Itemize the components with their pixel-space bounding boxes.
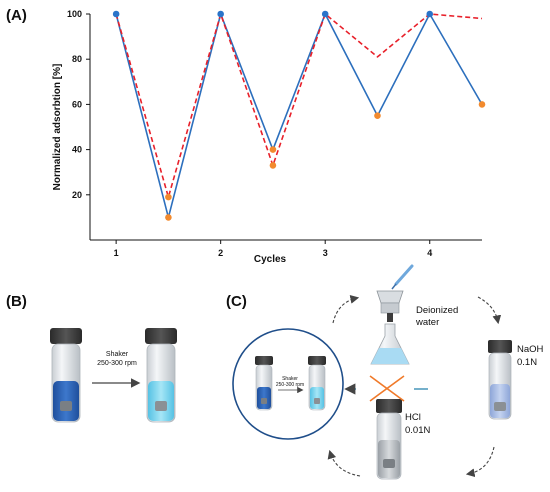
orange-point-2 [269, 162, 277, 169]
y-tick-label-1: 40 [72, 145, 82, 155]
x-tick-label-0: 1 [114, 248, 119, 258]
shaker-label-c-2: 250-300 rpm [276, 382, 304, 388]
orange-point-4 [374, 112, 381, 119]
pipette-icon [394, 264, 414, 286]
funnel-flask [370, 264, 414, 365]
shaker-label-b-2: 250-300 rpm [97, 360, 137, 367]
orange-point-5 [478, 101, 486, 108]
x-tick-group: 1 2 3 4 [114, 240, 432, 258]
series-line-1 [115, 11, 483, 201]
series-line-0 [115, 11, 483, 218]
y-tick-label-2: 60 [72, 99, 82, 109]
x-tick-label-3: 4 [427, 248, 432, 258]
hcl-label-2: 0.01N [405, 425, 430, 436]
hcl-vial [376, 399, 402, 480]
panel-b-label: (B) [6, 293, 27, 310]
y-tick-label-3: 80 [72, 54, 82, 64]
orange-point-0 [165, 214, 172, 221]
naoh-vial [488, 340, 512, 420]
y-tick-label-4: 100 [67, 9, 82, 19]
y-axis-title: Normalized adsorbtion [%] [52, 64, 63, 191]
x-tick-label-2: 3 [323, 248, 328, 258]
shaker-label-c-1: Shaker [282, 376, 298, 382]
cycle-arrow-top-left [332, 295, 360, 324]
naoh-label-1: NaOH [517, 344, 544, 355]
x-tick-label-1: 2 [218, 248, 223, 258]
cycle-arrow-top-right [477, 296, 502, 325]
panel-c-label: (C) [226, 293, 247, 310]
blue-point-2 [321, 10, 329, 18]
naoh-label-2: 0.1N [517, 357, 537, 368]
shaker-label-b-1: Shaker [106, 351, 129, 358]
blue-point-3 [426, 10, 434, 18]
orange-point-3 [269, 146, 277, 153]
series-lines [115, 11, 483, 218]
y-tick-label-0: 20 [72, 190, 82, 200]
blue-point-1 [217, 10, 224, 18]
panel-a-label: (A) [6, 7, 27, 24]
cycle-arrow-bottom-left [327, 449, 361, 477]
water-label-2: water [415, 317, 439, 328]
blue-point-0 [112, 10, 120, 18]
water-label-1: Deionized [416, 305, 458, 316]
vial-after-shaking [145, 328, 177, 423]
line-chart: 20 40 60 80 100 1 2 3 4 Cycles Normalized adsor… [52, 9, 486, 265]
hcl-label-1: HCl [405, 412, 421, 423]
series-markers [112, 10, 486, 221]
inset-vial-before [255, 356, 273, 411]
y-tick-group: 20 40 60 80 100 [67, 9, 90, 200]
vial-before-shaking [50, 328, 82, 423]
x-axis-title: Cycles [254, 254, 287, 265]
cycle-arrow-bottom-right [465, 446, 495, 478]
cross-icon [369, 375, 405, 402]
inset-vial-after [308, 356, 326, 411]
orange-point-1 [165, 193, 172, 201]
